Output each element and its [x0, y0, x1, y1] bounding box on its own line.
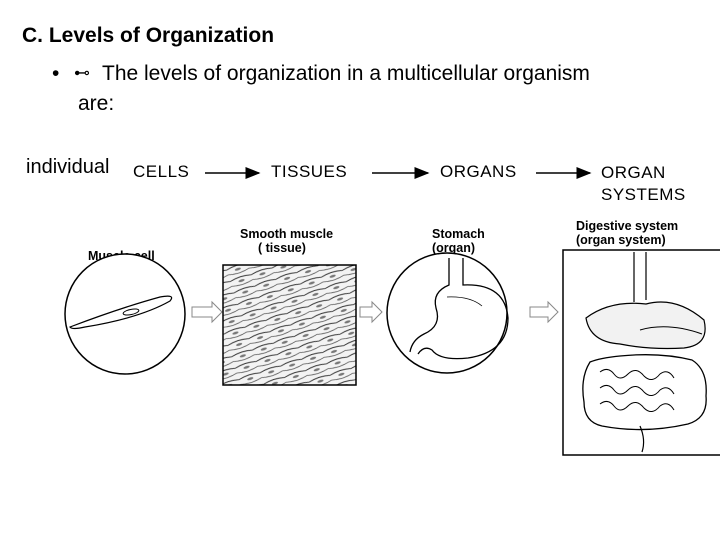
- flow-label-organ-systems: ORGAN SYSTEMS: [601, 162, 686, 206]
- caption-stomach: Stomach (organ): [432, 227, 485, 255]
- organ-systems-line-1: ORGAN: [601, 163, 666, 182]
- caption-system-line-2: (organ system): [576, 233, 666, 247]
- organ-systems-line-2: SYSTEMS: [601, 185, 686, 204]
- caption-smooth-muscle: Smooth muscle ( tissue): [240, 227, 333, 255]
- hollow-arrow-icon: [529, 300, 559, 324]
- smooth-muscle-tissue-illustration: [222, 264, 357, 386]
- flow-label-tissues: TISSUES: [271, 162, 348, 181]
- key-icon: ⊷: [74, 65, 90, 82]
- muscle-cell-illustration: [64, 253, 186, 375]
- flow-label-organs: ORGANS: [440, 162, 517, 181]
- caption-tissue-line-1: Smooth muscle: [240, 227, 334, 241]
- bullet-line-2: are:: [78, 92, 115, 115]
- caption-organ-line-2: (organ): [432, 241, 476, 255]
- caption-system-line-1: Digestive system: [576, 219, 679, 233]
- flow-label-cells: CELLS: [133, 162, 190, 181]
- caption-organ-line-1: Stomach: [432, 227, 485, 241]
- stomach-illustration: [386, 252, 509, 374]
- caption-tissue-line-2: ( tissue): [258, 241, 306, 255]
- bullet-line-1: The levels of organization in a multicel…: [102, 62, 590, 85]
- bullet-text: • ⊷ The levels of organization in a multic…: [52, 59, 702, 119]
- digestive-system-illustration: [562, 249, 720, 456]
- individual-label: individual: [26, 156, 110, 178]
- bullet-dot: •: [52, 62, 60, 85]
- caption-digestive-system: Digestive system (organ system): [576, 219, 678, 247]
- slide-title: C. Levels of Organization: [22, 24, 275, 47]
- hollow-arrow-icon: [359, 300, 383, 324]
- hollow-arrow-icon: [191, 300, 223, 324]
